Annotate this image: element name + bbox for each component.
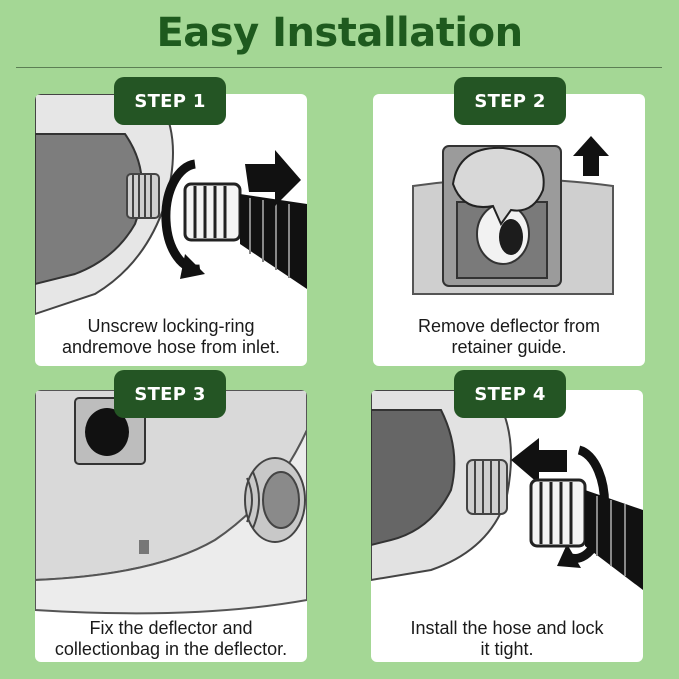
step-4-badge: STEP 4 (454, 370, 566, 418)
step-1-illustration (35, 94, 307, 316)
title-divider (16, 67, 662, 68)
step-1-badge: STEP 1 (114, 77, 226, 125)
step-2-illustration (412, 136, 614, 295)
step-1-caption-line-2: andremove hose from inlet. (61, 337, 281, 357)
step-4-caption-line-1: Install the hose and lock (410, 618, 604, 638)
step-3-caption-line-2: collectionbag in the deflector. (54, 639, 288, 659)
step-3-caption-line-1: Fix the deflector and (89, 618, 253, 638)
step-1-caption-line-1: Unscrew locking-ring (87, 316, 255, 336)
step-3-badge: STEP 3 (114, 370, 226, 418)
step-2-caption-line-2: retainer guide. (451, 337, 567, 357)
step-4-caption-line-2: it tight. (480, 639, 534, 659)
step-3-card: Fix the deflector and collectionbag in t… (35, 390, 307, 662)
step-2-badge: STEP 2 (454, 77, 566, 125)
step-3-illustration (35, 390, 307, 615)
step-1-card: Unscrew locking-ring andremove hose from… (35, 94, 307, 366)
step-4-card: Install the hose and lock it tight. (371, 390, 643, 662)
step-2-caption-line-1: Remove deflector from (417, 316, 601, 336)
step-2-card: Remove deflector from retainer guide. (373, 94, 645, 366)
step-4-illustration (371, 390, 643, 590)
page-title: Easy Installation (156, 10, 523, 56)
